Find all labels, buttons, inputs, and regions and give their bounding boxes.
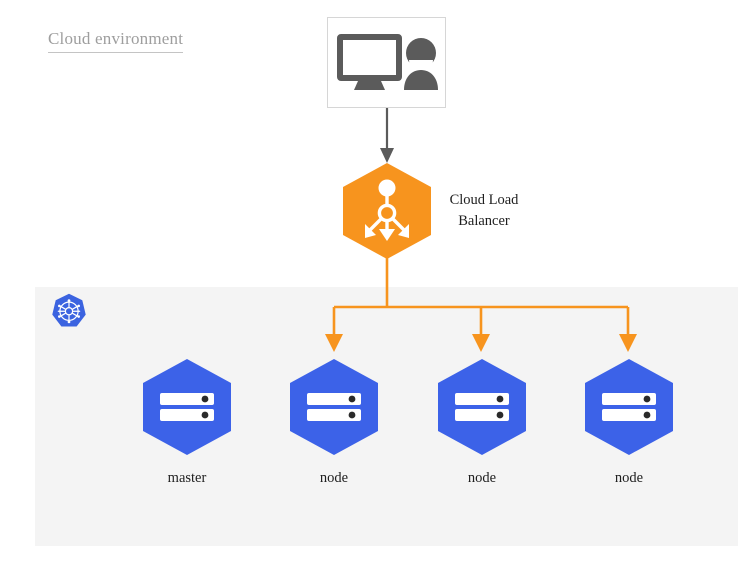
cluster-node-master[interactable] xyxy=(143,359,231,455)
cluster-node-label: node xyxy=(467,470,497,486)
load-balancer-distribute-icon xyxy=(365,179,409,241)
cluster-node-worker-2[interactable] xyxy=(438,359,526,455)
monitor-icon xyxy=(337,34,402,90)
page-title: Cloud environment xyxy=(48,29,184,53)
server-rack-icon xyxy=(602,393,656,421)
cluster-node-worker-3[interactable] xyxy=(585,359,673,455)
user-icon xyxy=(404,38,438,90)
server-rack-icon xyxy=(455,393,509,421)
cluster-node-worker-1[interactable] xyxy=(290,359,378,455)
load-balancer-node[interactable] xyxy=(343,163,431,259)
client-box[interactable] xyxy=(327,17,446,108)
cluster-node-label: node xyxy=(614,470,644,486)
load-balancer-label-line1: Cloud Load xyxy=(449,192,519,208)
server-rack-icon xyxy=(307,393,361,421)
cluster-node-label: master xyxy=(167,470,207,486)
load-balancer-label-line2: Balancer xyxy=(458,213,510,229)
server-rack-icon xyxy=(160,393,214,421)
kubernetes-logo xyxy=(50,293,88,331)
cluster-node-label: node xyxy=(319,470,349,486)
load-balancer-label: Cloud Load Balancer xyxy=(442,190,526,232)
